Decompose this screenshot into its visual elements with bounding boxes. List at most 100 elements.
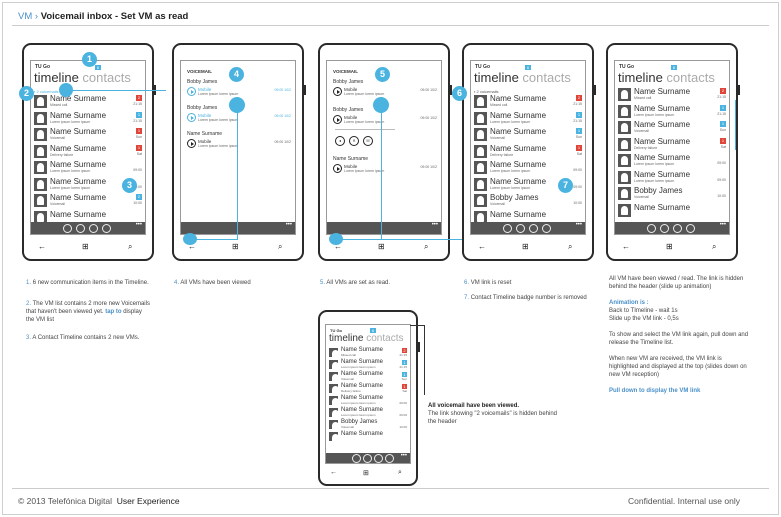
more-icon[interactable]: ••• xyxy=(719,222,726,228)
app-bar-icon[interactable] xyxy=(76,224,85,233)
search-icon[interactable]: ⌕ xyxy=(424,242,429,251)
pivot-header[interactable]: timeline contacts xyxy=(474,70,571,85)
windows-icon[interactable]: ⊞ xyxy=(363,470,369,477)
pivot-header[interactable]: timeline contacts xyxy=(618,70,715,85)
play-icon[interactable] xyxy=(187,87,196,96)
count-badge: 2 xyxy=(402,348,407,353)
hardware-nav: ← ⊞ ⌕ xyxy=(320,242,448,254)
call-icon[interactable]: ☏ xyxy=(363,136,373,146)
back-icon[interactable]: ← xyxy=(478,242,486,251)
playback-progress[interactable] xyxy=(335,129,395,130)
windows-icon[interactable]: ⊞ xyxy=(82,242,89,251)
search-icon[interactable]: ⌕ xyxy=(128,242,133,251)
app-bar-icon[interactable] xyxy=(660,224,669,233)
search-icon[interactable]: ⌕ xyxy=(278,242,283,251)
back-icon[interactable]: ← xyxy=(330,469,337,476)
more-icon[interactable]: ••• xyxy=(400,453,407,459)
windows-icon[interactable]: ⊞ xyxy=(522,242,529,251)
search-icon[interactable]: ⌕ xyxy=(568,242,573,251)
back-icon[interactable]: ← xyxy=(334,242,342,251)
play-icon[interactable] xyxy=(333,115,342,124)
more-icon[interactable]: ••• xyxy=(135,222,142,228)
play-icon[interactable] xyxy=(333,164,342,173)
back-icon[interactable]: ← xyxy=(622,242,630,251)
contact-name: Name Surname xyxy=(50,94,107,103)
search-icon[interactable]: ⌕ xyxy=(398,469,402,476)
vm-link[interactable]: ▪ 2 voicemails xyxy=(34,89,59,94)
delete-icon[interactable]: ✕ xyxy=(349,136,359,146)
app-bar-icon[interactable] xyxy=(374,454,383,463)
windows-icon[interactable]: ⊞ xyxy=(666,242,673,251)
vm-link[interactable]: ▪ 2 voicemails xyxy=(474,89,499,94)
more-icon[interactable]: ••• xyxy=(285,222,292,228)
app-bar-icon[interactable] xyxy=(102,224,111,233)
avatar-icon xyxy=(34,194,47,207)
table-row[interactable]: Name Surname xyxy=(474,210,582,225)
app-bar-icon[interactable] xyxy=(516,224,525,233)
pivot-header[interactable]: timeline contacts xyxy=(34,70,131,85)
more-icon[interactable]: ••• xyxy=(575,222,582,228)
flow-line xyxy=(237,104,238,239)
windows-icon[interactable]: ⊞ xyxy=(378,242,385,251)
speaker-icon[interactable]: ◂ xyxy=(335,136,345,146)
play-icon[interactable] xyxy=(187,139,196,148)
app-bar-icon[interactable] xyxy=(529,224,538,233)
app-bar-icon[interactable] xyxy=(89,224,98,233)
app-bar-icon[interactable] xyxy=(647,224,656,233)
app-bar-icon[interactable] xyxy=(686,224,695,233)
app-bar-icon[interactable] xyxy=(385,454,394,463)
row-time: 09:00 xyxy=(717,177,726,182)
table-row[interactable]: Name Surname xyxy=(34,210,142,225)
pivot-header[interactable]: timeline contacts xyxy=(329,333,404,344)
app-bar-icon[interactable] xyxy=(673,224,682,233)
search-icon[interactable]: ⌕ xyxy=(712,242,717,251)
app-bar-icon[interactable] xyxy=(542,224,551,233)
table-row[interactable]: Name Surname xyxy=(329,431,407,443)
table-row[interactable]: Name Surname xyxy=(618,203,726,218)
play-icon[interactable] xyxy=(333,87,342,96)
back-icon[interactable]: ← xyxy=(188,242,196,251)
more-icon[interactable]: ••• xyxy=(431,222,438,228)
app-bar-icon[interactable] xyxy=(503,224,512,233)
app-bar-icon[interactable] xyxy=(363,454,372,463)
back-icon[interactable]: ← xyxy=(38,242,46,251)
app-bar-icon[interactable] xyxy=(352,454,361,463)
windows-icon[interactable]: ⊞ xyxy=(232,242,239,251)
play-icon[interactable] xyxy=(187,113,196,122)
app-bar-icon[interactable] xyxy=(63,224,72,233)
